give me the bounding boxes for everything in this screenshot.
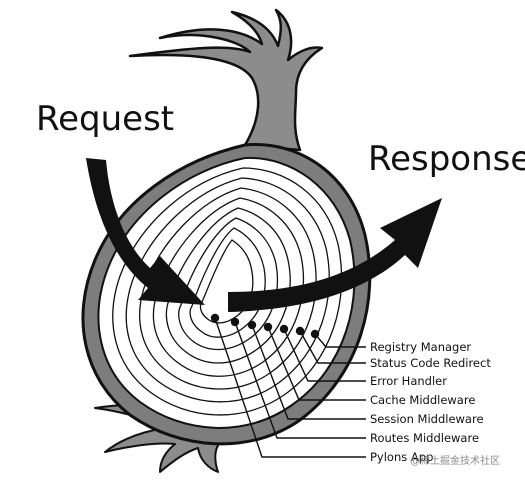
layer-label-status-code-redirect: Status Code Redirect: [370, 356, 491, 370]
layer-label-pylons-app: Pylons App: [370, 450, 433, 464]
leader-lines: [214, 317, 366, 458]
leader-error-handler: [283, 328, 366, 382]
layer-label-session-middleware: Session Middleware: [370, 412, 484, 426]
layer-label-error-handler: Error Handler: [370, 374, 447, 388]
response-label: Response: [368, 139, 525, 179]
onion-stem: [128, 8, 324, 152]
layer-label-registry-manager: Registry Manager: [370, 340, 471, 354]
layer-labels: Registry Manager Status Code Redirect Er…: [370, 340, 491, 464]
leader-status-code-redirect: [299, 330, 366, 364]
response-arrow: [228, 198, 442, 312]
leader-routes-middleware: [234, 321, 366, 439]
leader-session-middleware: [251, 324, 366, 420]
layer-label-routes-middleware: Routes Middleware: [370, 431, 479, 445]
watermark: @稀土掘金技术社区: [410, 454, 500, 467]
leader-pylons-app: [214, 317, 366, 458]
leader-cache-middleware: [267, 326, 366, 401]
leader-registry-manager: [314, 333, 366, 348]
request-label: Request: [36, 99, 174, 139]
layer-label-cache-middleware: Cache Middleware: [370, 393, 475, 407]
request-arrow: [86, 158, 205, 305]
